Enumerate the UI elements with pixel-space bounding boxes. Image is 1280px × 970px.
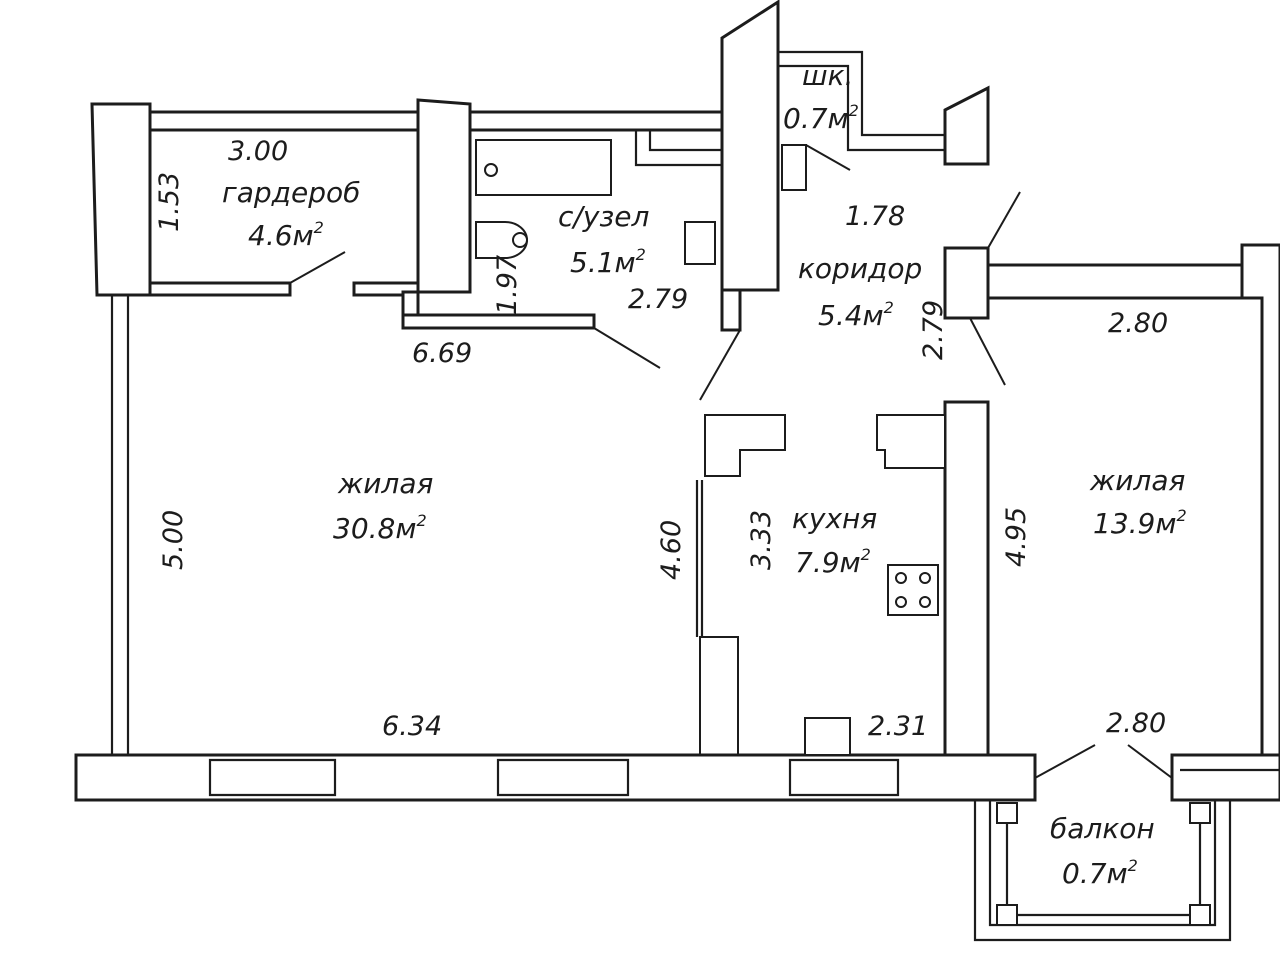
room-area-wardrobe: 4.6м2 — [248, 218, 324, 252]
wall-vent-shaft — [720, 0, 780, 292]
walls — [74, 0, 1280, 802]
dim-small-room-depth: 4.95 — [1001, 507, 1032, 567]
balcony-post-tl — [996, 802, 1018, 824]
wall-wardrobe-bottom — [148, 281, 292, 297]
room-area-closet: 0.7м2 — [783, 101, 859, 135]
door-small-room — [969, 317, 1006, 386]
room-name-closet: шк. — [802, 59, 853, 92]
room-area-corridor: 5.4м2 — [818, 298, 894, 332]
stove — [887, 564, 939, 616]
wall-bottom-exterior — [74, 753, 1037, 802]
bathtub-drain — [484, 163, 498, 177]
room-labels: гардероб 4.6м2 с/узел 5.1м2 шк. 0.7м2 ко… — [222, 59, 1187, 890]
room-name-living-small: жилая — [1089, 464, 1185, 497]
door-bathroom — [593, 327, 661, 369]
wall-vent-lower — [720, 288, 742, 332]
wall-pier-corridor — [943, 246, 990, 320]
room-name-kitchen: кухня — [792, 502, 877, 535]
room-area-living-small: 13.9м2 — [1093, 506, 1187, 540]
dim-kitchen-width: 2.31 — [868, 711, 928, 742]
balcony — [973, 800, 1232, 942]
dim-big-room-partition: 4.60 — [656, 520, 687, 580]
door-balcony-left — [1034, 744, 1096, 779]
bathtub — [475, 139, 612, 196]
dim-corridor-width: 1.78 — [845, 201, 905, 232]
room-area-bathroom: 5.1м2 — [570, 245, 646, 279]
wall-wardrobe-top — [148, 110, 420, 132]
wall-pillar-middle — [416, 98, 472, 294]
window-3 — [788, 758, 900, 797]
door-corridor-top — [987, 191, 1021, 249]
wall-kitchen-partition — [943, 400, 990, 762]
room-area-living-big: 30.8м2 — [333, 511, 427, 545]
room-area-kitchen: 7.9м2 — [795, 545, 871, 579]
wall-bottom-exterior-right — [1170, 753, 1280, 802]
dim-small-room-bottom: 2.80 — [1106, 708, 1166, 739]
balcony-post-br — [1189, 904, 1211, 926]
wall-right-exterior — [1240, 243, 1280, 802]
wall-closet — [778, 50, 945, 152]
toilet-bowl — [512, 232, 528, 248]
room-name-living-big: жилая — [337, 467, 433, 500]
dim-small-room-top: 2.80 — [1108, 308, 1168, 339]
balcony-post-bl — [996, 904, 1018, 926]
door-wardrobe — [289, 251, 346, 284]
balcony-outline — [973, 800, 1232, 942]
wall-kitchen-lower-left — [699, 636, 739, 756]
fixtures — [475, 139, 939, 756]
dim-corridor-depth: 2.79 — [918, 300, 949, 360]
stove-burner-3 — [895, 596, 907, 608]
wall-pillar-wardrobe-left — [90, 102, 152, 297]
door-closet — [805, 144, 851, 171]
window-2 — [496, 758, 630, 797]
wall-bathroom-bottom — [401, 290, 420, 317]
stove-burner-1 — [895, 572, 907, 584]
wall-small-room-top — [986, 263, 1244, 300]
room-name-bathroom: с/узел — [558, 200, 650, 233]
dim-bathroom-width: 2.79 — [628, 284, 688, 315]
dim-bathroom-depth: 1.97 — [492, 255, 523, 315]
room-name-balcony: балкон — [1050, 812, 1155, 845]
dim-wardrobe-depth: 1.53 — [154, 172, 185, 232]
door-living-big — [699, 329, 741, 401]
wall-bathroom-top — [468, 110, 724, 132]
window-1 — [208, 758, 337, 797]
room-area-balcony: 0.7м2 — [1062, 856, 1138, 890]
wall-big-room-left — [110, 295, 130, 755]
balcony-post-tr — [1189, 802, 1211, 824]
closet-box — [781, 144, 807, 191]
stove-burner-2 — [919, 572, 931, 584]
dim-big-room-depth: 5.00 — [158, 510, 189, 570]
wall-exterior-top-right — [943, 85, 990, 166]
stove-burner-4 — [919, 596, 931, 608]
dim-wardrobe-width: 3.00 — [228, 136, 288, 167]
dimension-labels: 3.00 1.53 1.97 2.79 6.69 1.78 2.79 2.80 … — [154, 136, 1168, 742]
dim-kitchen-depth: 3.33 — [746, 510, 777, 570]
room-name-wardrobe: гардероб — [222, 176, 360, 209]
kitchen-radiator — [804, 717, 851, 756]
wall-partition-living-kitchen — [695, 480, 704, 637]
room-name-corridor: коридор — [798, 252, 922, 285]
wall-kitchen-top-left — [704, 414, 786, 477]
wall-bath-enclosure — [634, 130, 722, 167]
doors — [289, 144, 1173, 779]
wall-kitchen-top-right — [876, 414, 946, 469]
wall-bathroom-lower — [401, 313, 596, 330]
sink — [684, 221, 716, 265]
door-balcony-right — [1127, 744, 1173, 779]
dim-big-room-width: 6.34 — [382, 711, 442, 742]
dim-hall-width: 6.69 — [412, 338, 472, 369]
